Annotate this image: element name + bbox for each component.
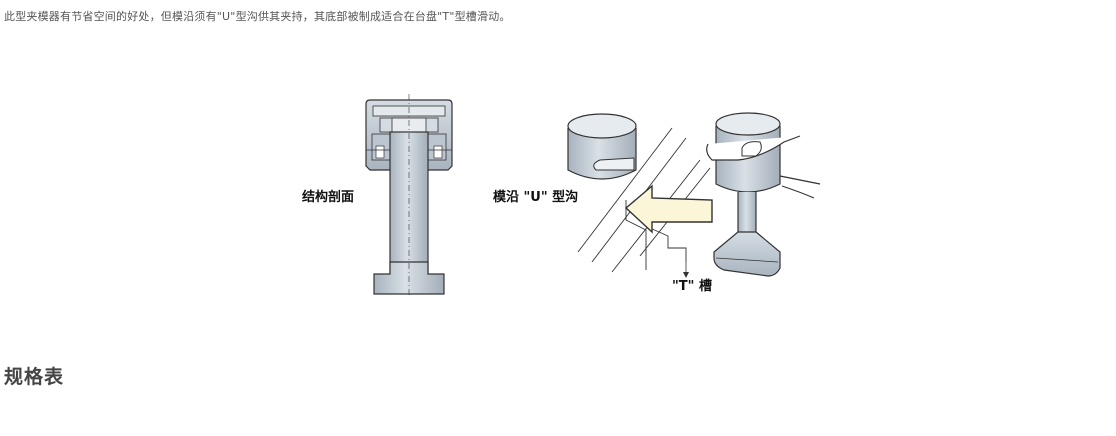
intro-paragraph: 此型夹模器有节省空间的好处，但模沿须有"U"型沟供其夹持，其底部被制成适合在台盘… [4, 10, 511, 23]
label-cross-section: 结构剖面 [302, 189, 354, 205]
cross-section-drawing [365, 94, 453, 298]
usage-drawing [567, 112, 821, 278]
label-t-slot: "T" 槽 [672, 278, 712, 294]
label-u-groove: 模沿 "U" 型沟 [493, 189, 578, 205]
section-title-spec-table: 规格表 [4, 366, 65, 388]
